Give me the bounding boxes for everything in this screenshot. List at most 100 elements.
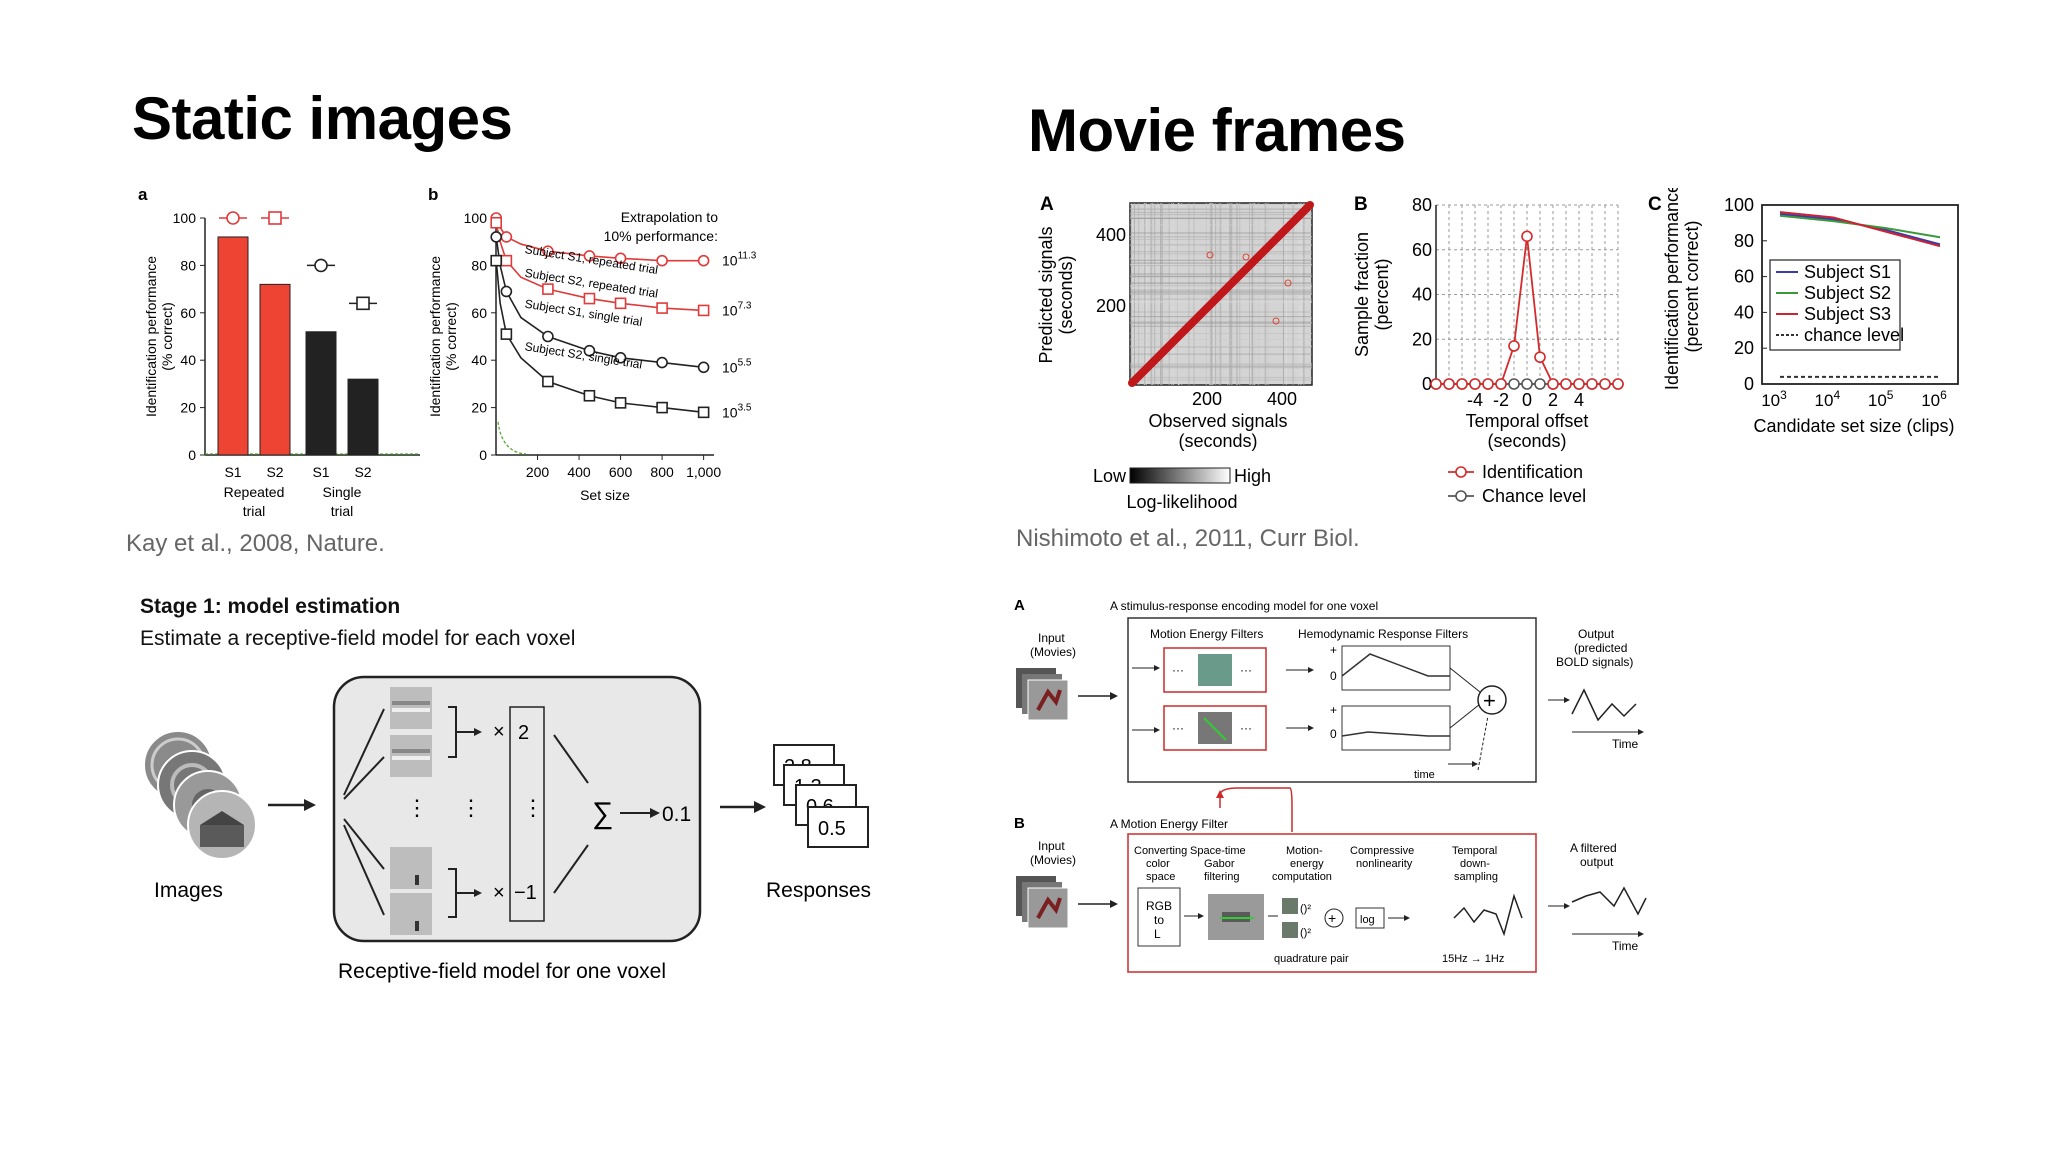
movie-frames-input-b: [1016, 876, 1069, 929]
data-point: [583, 250, 596, 262]
movie-frames-input: [1016, 668, 1069, 721]
dots-2: ⋮: [460, 795, 482, 820]
identification-point: [1456, 378, 1468, 390]
encoding-model-box: [1127, 617, 1537, 783]
identification-point: [1599, 378, 1611, 390]
group-label: Single: [323, 484, 362, 500]
y-axis-label: Identification performance(% correct): [427, 256, 459, 417]
data-point: [542, 330, 554, 343]
dots-1: ⋮: [406, 795, 428, 820]
response-cards: 2.8 1.3 0.6 0.5: [773, 744, 869, 848]
model-caption: Receptive-field model for one voxel: [338, 960, 666, 983]
x-tick-label: -2: [1493, 390, 1509, 410]
y-tick-label: 0: [1422, 374, 1432, 394]
svg-text:+: +: [1330, 703, 1337, 717]
data-point: [656, 401, 668, 414]
y-tick-label: 40: [1412, 285, 1432, 305]
series-label: Subject S2, single trial: [524, 339, 643, 371]
y-tick-label: 80: [180, 257, 196, 273]
stage-heading: Stage 1: model estimation: [140, 595, 401, 618]
x-axis-label: Set size: [580, 487, 630, 503]
chance-point: [1534, 378, 1546, 390]
x-tick-label: 0: [1522, 390, 1532, 410]
extrapolation-value: 103.5: [722, 402, 752, 420]
filtered-output-label: A filtered: [1570, 841, 1617, 855]
y-tick-label: 20: [180, 400, 196, 416]
legend-label: Chance level: [1482, 486, 1586, 506]
y-tick-label: 100: [464, 210, 488, 226]
group-label: Repeated: [224, 484, 285, 500]
hemo-filter-2: [1341, 705, 1451, 751]
x-axis-label: Candidate set size (clips): [1753, 416, 1954, 436]
svg-text:L: L: [1154, 927, 1161, 941]
extrapolation-annotation: 10% performance:: [604, 228, 718, 244]
rgb-to-l-box: [1137, 887, 1181, 947]
identification-point: [1521, 230, 1533, 243]
series-line: [1779, 214, 1941, 239]
y-axis-label: Identification performance(% correct): [143, 256, 175, 417]
x-axis-label-2: (seconds): [1487, 431, 1566, 451]
extrapolation-marker: [356, 296, 370, 311]
y-axis-label: Predicted signals(seconds): [1036, 226, 1076, 363]
y-tick-label: 80: [471, 257, 487, 273]
weight-bottom: −1: [514, 882, 537, 904]
receptive-field-diagram: Images × × 2 −1 ⋮ ⋮ ⋮ ∑ 0.1 Rece: [143, 675, 871, 983]
colorbar: [1129, 467, 1231, 484]
y-tick-label: 100: [1724, 195, 1754, 215]
svg-text:BOLD signals): BOLD signals): [1556, 655, 1633, 669]
svg-text:Compressive: Compressive: [1350, 845, 1414, 857]
x-tick-label: S1: [312, 464, 329, 480]
identification-point: [1547, 378, 1559, 390]
data-point: [656, 302, 668, 314]
identification-diagonal: [1128, 201, 1314, 387]
y-tick-label: 0: [188, 447, 196, 463]
hemo-filter-1: [1341, 645, 1451, 691]
x-tick-label: 400: [1267, 389, 1297, 409]
legend-swatch-marker: [1455, 490, 1467, 502]
identification-point: [1534, 351, 1546, 363]
x-tick-label: 103: [1761, 388, 1787, 410]
x-tick-label: -4: [1467, 390, 1483, 410]
svg-text:+: +: [1483, 688, 1496, 713]
svg-text:computation: computation: [1272, 871, 1332, 883]
dots-3: ⋮: [522, 795, 544, 820]
y-tick-label: 80: [1412, 195, 1432, 215]
data-point: [500, 231, 513, 243]
data-point: [583, 292, 596, 305]
x-axis-label: Temporal offset: [1466, 411, 1589, 431]
response-value-front: 0.5: [818, 818, 846, 840]
panel-a-letter: a: [138, 185, 148, 204]
motion-filter-1: [1163, 647, 1267, 693]
motion-filters-label: Motion Energy Filters: [1150, 627, 1263, 641]
x-tick-label: 200: [526, 464, 550, 480]
y-tick-label: 20: [471, 400, 487, 416]
x-tick-label: 4: [1574, 390, 1584, 410]
data-point: [583, 389, 596, 402]
times-sign-top: ×: [493, 721, 505, 743]
svg-text:(predicted: (predicted: [1574, 641, 1627, 655]
svg-text:(Movies): (Movies): [1030, 853, 1076, 867]
svg-text:···: ···: [1172, 721, 1184, 735]
legend-box: [1769, 259, 1901, 351]
motion-filter-2: [1163, 705, 1267, 751]
y-tick-label: 80: [1734, 231, 1754, 251]
extrapolation-annotation: Extrapolation to: [621, 209, 718, 225]
responses-label: Responses: [766, 879, 871, 902]
encoding-model-diagram: A A stimulus-response encoding model for…: [1014, 597, 1647, 973]
y-tick-label: 60: [1412, 240, 1432, 260]
model-output-value: 0.1: [662, 803, 691, 826]
colorbar-label: Log-likelihood: [1126, 492, 1237, 512]
bar: [347, 378, 379, 456]
group-label: trial: [243, 503, 266, 518]
data-point: [500, 328, 513, 340]
svg-text:down-: down-: [1460, 858, 1490, 870]
nishimoto-citation: Nishimoto et al., 2011, Curr Biol.: [1016, 525, 1360, 552]
svg-text:space: space: [1146, 871, 1175, 883]
data-point: [656, 254, 668, 267]
chance-point: [1508, 378, 1520, 390]
movie-frames-title: Movie frames: [1028, 97, 1406, 164]
svg-text:Space-time: Space-time: [1190, 845, 1246, 857]
images-stack: [143, 730, 257, 860]
